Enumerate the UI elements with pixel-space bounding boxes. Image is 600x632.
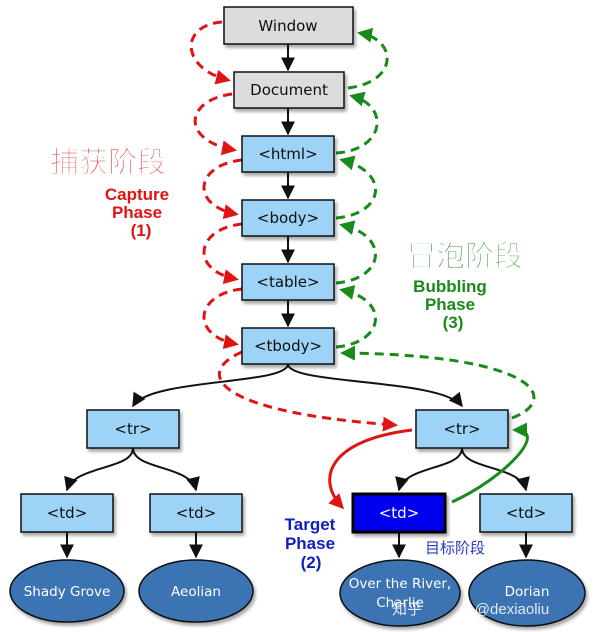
target-phase-cn: 目标阶段 [425,539,485,557]
node-table: <table> [241,263,335,301]
leaf-dorian: Dorian [468,559,586,627]
node-td-1: <td> [20,493,114,533]
leaf-dorian-label: Dorian [505,584,550,600]
node-window: Window [223,6,354,45]
target-to-bubble-arrow [451,422,529,504]
watermark: 知乎 @dexiaoliu [392,600,549,618]
capture-phase-en2: Phase [112,203,162,222]
capture-to-target-arrow [328,428,413,510]
leaf-shady-grove-label: Shady Grove [24,584,111,600]
node-body: <body> [241,199,335,237]
capture-phase-en3: (1) [131,221,152,240]
bubble-phase-label: 冒泡阶段 Bubbling Phase (3) [407,239,524,332]
capture-phase-en1: Capture [105,185,169,204]
leaf-aeolian: Aeolian [138,559,254,623]
node-html: <html> [241,135,335,173]
leaf-over-the-river-line1: Over the River, [349,576,451,592]
leaf-aeolian-label: Aeolian [171,584,221,600]
bubble-phase-en3: (3) [443,313,464,332]
node-document: Document [233,71,345,109]
node-td-2-label: <td> [176,504,217,522]
bubble-phase-en1: Bubbling [413,277,487,296]
node-td-1-label: <td> [47,504,88,522]
bubble-phase-cn: 冒泡阶段 [407,239,523,273]
bubble-phase-en2: Phase [425,295,475,314]
node-td-target-label: <td> [379,504,420,522]
node-html-label: <html> [258,145,317,163]
target-phase-label: Target Phase (2) 目标阶段 [285,515,485,572]
target-phase-en3: (2) [301,553,322,572]
watermark-cn: 知乎 [392,600,422,618]
node-tbody: <tbody> [241,327,335,365]
leaf-over-the-river: Over the River, Charlie [339,559,461,627]
node-body-label: <body> [257,209,319,227]
node-td-4: <td> [479,493,573,533]
node-tr-right: <tr> [415,409,509,449]
capture-phase-cn: 捕获阶段 [50,145,166,179]
node-document-label: Document [250,81,328,99]
node-tbody-label: <tbody> [254,337,322,355]
watermark-en: @dexiaoliu [475,601,549,618]
target-phase-en2: Phase [285,534,335,553]
node-window-label: Window [258,17,317,35]
node-td-target: <td> [351,492,447,534]
node-td-2: <td> [149,493,243,533]
capture-arrows [189,20,398,432]
node-table-label: <table> [256,273,319,291]
leaf-shady-grove: Shady Grove [9,559,125,623]
leaf-over-the-river-line2: Charlie [376,595,424,611]
node-td-4-label: <td> [506,504,547,522]
capture-phase-label: 捕获阶段 Capture Phase (1) [50,145,169,240]
bubble-arrows [335,27,536,420]
node-tr-left: <tr> [86,409,180,449]
tree-edges [60,44,533,559]
target-phase-en1: Target [285,515,336,534]
node-tr-right-label: <tr> [443,420,480,438]
node-tr-left-label: <tr> [114,420,151,438]
